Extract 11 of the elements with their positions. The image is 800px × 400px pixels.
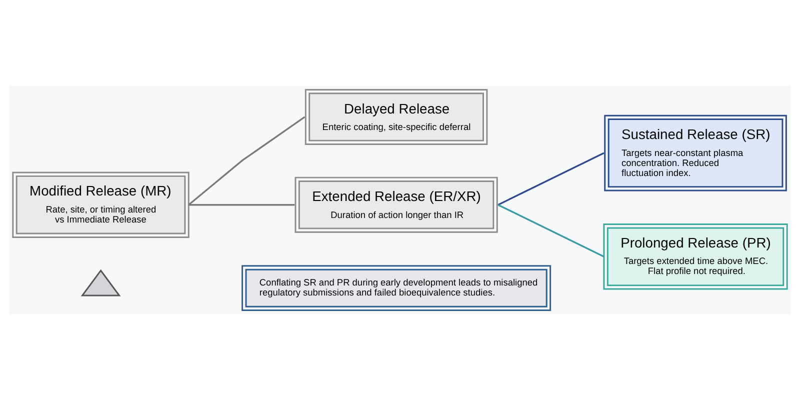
connector (498, 152, 604, 206)
connector (498, 204, 604, 258)
node-box: Delayed Release Enteric coating, site-specific deferral (304, 88, 488, 146)
connector (188, 204, 295, 206)
node-box: Sustained Release (SR) Targets near-constant plasma concentration. Reduced fluctuation index. (604, 114, 787, 192)
node-box: Modified Release (MR) Rate, site, or timing altered vs Immediate Release (12, 172, 190, 238)
connector (188, 116, 306, 206)
node-box: Extended Release (ER/XR) Duration of action longer than IR (294, 176, 498, 233)
node-box: Conflating SR and PR during early development leads to misaligned regulatory submissions and failed bioequivalence studies. (242, 265, 552, 312)
node-triangle (80, 269, 121, 296)
node-box: Prolonged Release (PR) Targets extended time above MEC. Flat profile not required. (603, 224, 788, 290)
